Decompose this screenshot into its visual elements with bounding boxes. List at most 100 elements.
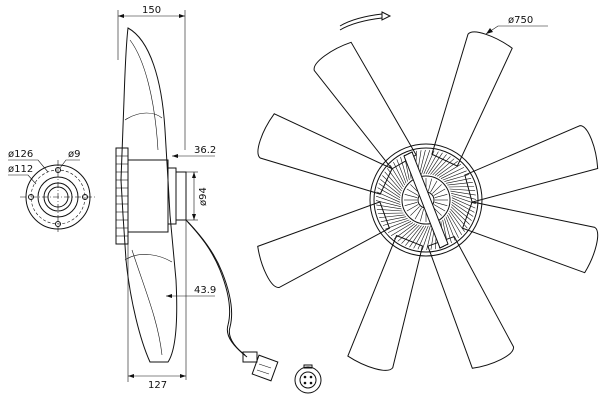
cooling-fin: [400, 156, 408, 182]
cooling-fin: [376, 209, 403, 212]
center-rib: [434, 194, 448, 198]
arrowhead: [172, 154, 178, 158]
cable-sleeve: [242, 351, 258, 363]
cooling-fin: [451, 195, 476, 205]
cooling-fin: [417, 225, 429, 250]
connector-pin: [309, 381, 313, 385]
dim-flange-outer: ø126: [8, 149, 33, 160]
cooling-fin: [389, 164, 404, 188]
cooling-fin: [428, 152, 443, 175]
fan-blade: [257, 113, 393, 195]
cooling-fin: [447, 182, 473, 186]
cooling-fin: [444, 218, 452, 244]
cooling-fin: [450, 208, 468, 229]
cooling-fin: [376, 204, 402, 210]
cooling-fin: [380, 179, 401, 196]
center-rib: [432, 184, 442, 194]
cooling-fin: [447, 214, 459, 239]
cooling-fin: [384, 171, 402, 192]
connector-key: [303, 364, 313, 369]
cooling-fin: [394, 223, 416, 239]
center-rib: [433, 204, 446, 212]
center-rib: [406, 188, 419, 196]
cooling-fin: [438, 163, 462, 178]
fan-blade: [431, 31, 513, 167]
arrowhead: [128, 374, 134, 378]
center-rib: [434, 202, 448, 206]
cooling-fin: [379, 214, 405, 218]
cooling-fin: [382, 218, 408, 226]
blade-section-line: [124, 112, 163, 121]
cooling-fin: [440, 167, 465, 179]
cooling-fin: [387, 221, 412, 233]
center-rib: [420, 208, 424, 222]
leader-750: [485, 25, 548, 35]
cooling-fin: [451, 204, 472, 221]
cooling-fin: [397, 224, 418, 242]
cooling-fin: [409, 225, 424, 248]
cooling-fin: [434, 158, 455, 176]
dim-blade-offset: 43.9: [194, 285, 216, 296]
dim-bolt-circle: ø112: [8, 164, 33, 175]
fan-blade: [347, 234, 424, 371]
cooling-fin: [380, 216, 407, 222]
connector-face: [294, 366, 322, 394]
cooling-fin: [448, 186, 475, 188]
cooling-fin: [448, 212, 463, 236]
sensor-cable-edge: [187, 221, 248, 358]
cooling-fin: [385, 219, 410, 230]
center-rib: [410, 206, 420, 216]
connector-pin: [309, 375, 313, 379]
blade-inner-edge: [131, 249, 163, 356]
blade-inner-edge: [129, 39, 159, 151]
cooling-fin: [423, 150, 435, 175]
cooling-fin: [377, 187, 401, 201]
cooling-fin: [445, 178, 472, 184]
center-rib: [404, 202, 418, 206]
connector-detail: [258, 363, 272, 369]
cooling-fin: [376, 195, 401, 205]
cooling-fin: [401, 224, 420, 244]
connector-pin: [303, 381, 307, 385]
fan-blade: [257, 201, 391, 289]
cooling-fin: [376, 191, 401, 203]
cooling-fin: [377, 212, 404, 214]
dim-flange-offset: 36.2: [194, 145, 216, 156]
arrowhead: [192, 214, 196, 220]
cooling-fin: [436, 161, 458, 177]
clutch-fins: [116, 155, 128, 237]
clutch-bimetal-strip: [403, 151, 449, 249]
hub-housing: [127, 159, 169, 233]
center-rib: [430, 180, 438, 193]
arrowhead: [192, 172, 196, 178]
cooling-fin: [444, 174, 470, 182]
blade-profile: [120, 27, 178, 363]
cooling-fin: [421, 150, 431, 175]
rotation-arrowhead: [381, 11, 392, 21]
rotation-direction-arrow: [339, 13, 383, 27]
center-rib: [428, 178, 432, 192]
fan-front-view: ø750: [257, 11, 599, 371]
clutch-outer-ring: [369, 143, 483, 257]
cooling-fin: [426, 225, 433, 251]
flange-front-view: ø126 ø112 ø9: [8, 149, 96, 234]
blade-section-line: [124, 254, 173, 263]
cooling-fin: [405, 225, 422, 246]
fan-blade: [313, 41, 417, 170]
cooling-fin: [390, 222, 414, 237]
cooling-fin: [382, 175, 402, 194]
arrowhead: [166, 294, 172, 298]
cooling-fin: [432, 156, 451, 176]
cooling-fin: [451, 197, 476, 209]
center-rib: [433, 188, 446, 196]
connector-face-inner: [299, 371, 317, 389]
cooling-fin: [393, 161, 405, 186]
dim-fan-diameter: ø750: [508, 15, 533, 26]
dim-hub-depth: 127: [148, 380, 167, 391]
cooling-fin: [378, 183, 401, 198]
cooling-fin: [425, 151, 439, 175]
clutch-rim: [373, 147, 479, 253]
cooling-fin: [421, 225, 431, 250]
